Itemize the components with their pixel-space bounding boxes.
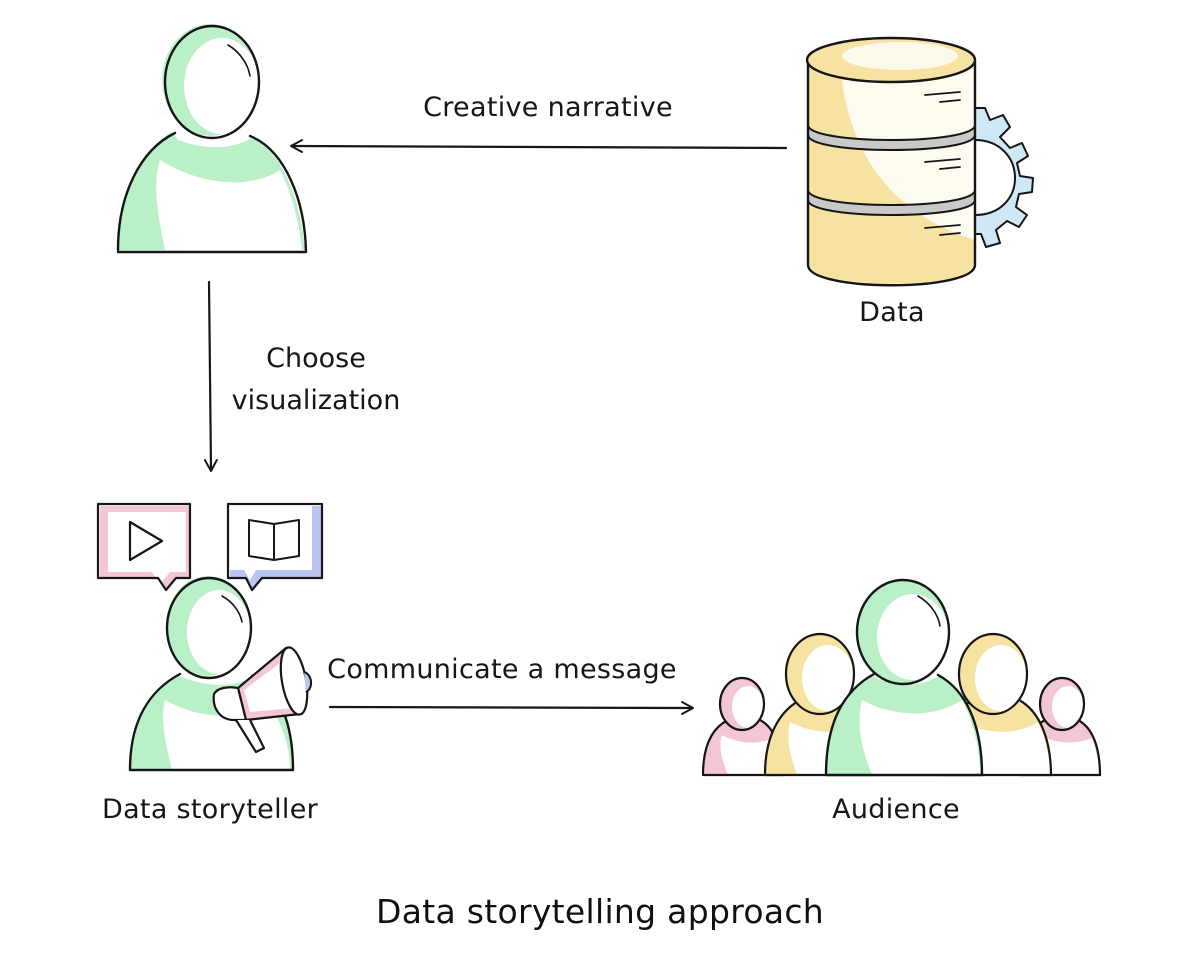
storyteller-person-icon [116,24,308,254]
audience-label: Audience [832,794,960,825]
diagram-title: Data storytelling approach [375,892,825,931]
data-storyteller-label: Data storyteller [101,794,319,825]
data-node-label: Data [859,297,925,328]
choose-visualization-line1: Choose [266,343,366,374]
storyteller-megaphone-icon [128,576,312,772]
arrow-creative-narrative [290,139,788,154]
database-gear-icon [805,36,1034,287]
book-bubble-icon [226,502,324,592]
choose-visualization-line2: visualization [231,385,401,416]
communicate-message-label: Communicate a message [327,654,677,685]
choose-visualization-label: Choose visualization [232,338,401,422]
creative-narrative-label: Creative narrative [423,92,673,123]
arrow-communicate [328,700,694,715]
audience-group-icon [701,578,1102,777]
arrow-choose-visualization [203,280,218,472]
video-bubble-icon [96,502,192,592]
